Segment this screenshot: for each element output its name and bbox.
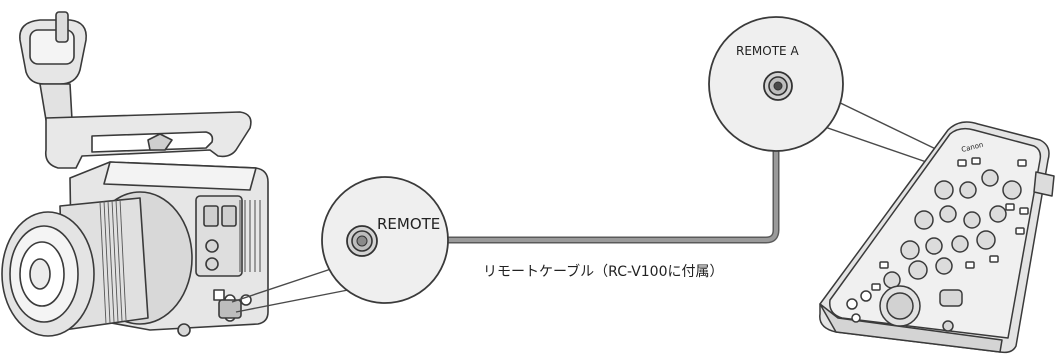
remote-cable [372, 112, 780, 244]
camera-remote-callout: REMOTE [321, 176, 449, 304]
remote-a-callout: REMOTE A [708, 16, 844, 152]
camera-port-label: REMOTE [377, 215, 440, 233]
camera-callout-pointer [231, 265, 349, 313]
remote-port-label: REMOTE A [736, 44, 799, 58]
remote-controller-illustration: Canon [819, 121, 1055, 354]
camera-illustration [1, 11, 269, 337]
remote-jack-icon [346, 225, 378, 257]
remote-a-jack-icon [763, 71, 793, 101]
cable-label: リモートケーブル（RC-V100に付属） [483, 263, 724, 280]
remote-callout-pointer [821, 97, 943, 167]
